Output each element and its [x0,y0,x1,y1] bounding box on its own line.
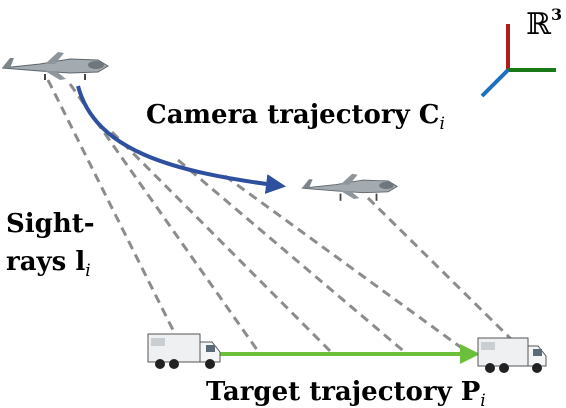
truck-icon [147,333,221,369]
sight-rays [46,79,514,356]
sight-ray-1 [46,79,180,341]
coordinate-axes [480,24,556,98]
space-label: ℝ3 [526,5,562,42]
camera-trajectory-arrow [76,85,286,194]
drone-icon [301,173,399,201]
sight-ray-3 [110,130,335,356]
sight-ray-2 [68,83,262,355]
truck-icon [477,337,547,373]
sight-ray-6 [366,196,514,342]
sight-ray-4 [177,158,408,356]
axis-z-line [480,68,510,98]
sight-ray-5 [224,174,471,356]
camera-trajectory-label: Camera trajectory Ci [146,100,445,134]
target-trajectory-label: Target trajectory Pi [206,377,486,408]
drone-icon [1,52,109,80]
sight-rays-label-line1: Sight- [6,209,95,239]
sight-rays-label-line2: rays li [6,247,91,281]
